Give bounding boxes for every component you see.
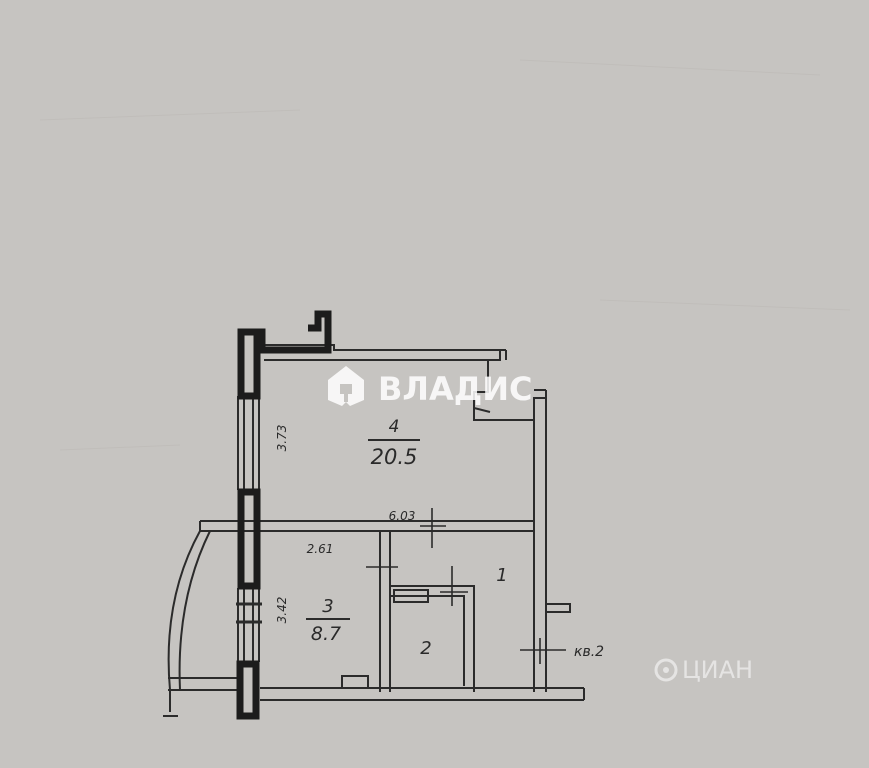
dimension-marks bbox=[366, 508, 566, 664]
room-4-area: 20.5 bbox=[371, 445, 418, 469]
cian-watermark: ЦИАН bbox=[654, 656, 753, 684]
room-3-number: 3 bbox=[322, 596, 333, 617]
house-pin-icon bbox=[328, 366, 364, 406]
cian-watermark-text: ЦИАН bbox=[682, 656, 753, 684]
cian-logo-icon bbox=[654, 658, 678, 682]
bearing-walls bbox=[236, 310, 332, 720]
room-1-number: 1 bbox=[496, 565, 507, 586]
dim-width-room3: 2.61 bbox=[307, 542, 334, 556]
paper-texture bbox=[39, 59, 851, 451]
dim-height-room4: 3.73 bbox=[275, 425, 289, 452]
dim-width-top: 6.03 bbox=[389, 509, 416, 523]
walls bbox=[163, 344, 585, 717]
unit-label: кв.2 bbox=[574, 644, 604, 660]
room-2-number: 2 bbox=[420, 638, 431, 659]
window-ticks bbox=[236, 602, 262, 624]
dim-height-room3: 3.42 bbox=[275, 597, 289, 624]
room-4-number: 4 bbox=[389, 417, 400, 437]
vladis-watermark: ВЛАДИС bbox=[328, 366, 533, 408]
fraction-bars bbox=[306, 439, 420, 620]
room-3-area: 8.7 bbox=[311, 623, 341, 645]
vladis-watermark-text: ВЛАДИС bbox=[378, 370, 533, 408]
